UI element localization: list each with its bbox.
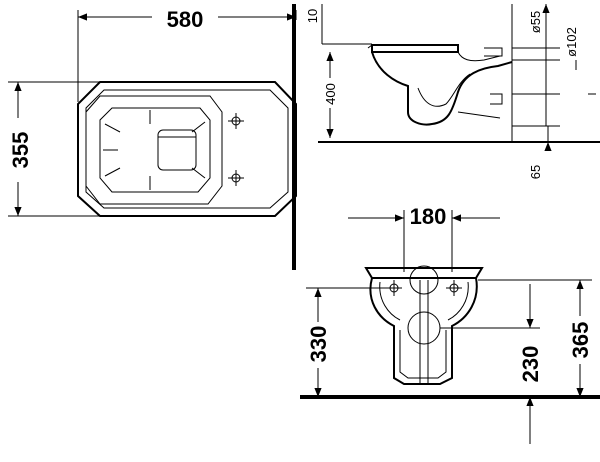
top-view: 580 355 (6, 6, 297, 217)
dimension-365: 365 (568, 322, 593, 359)
top-view-outline (77, 81, 297, 217)
dimension-230: 230 (518, 346, 543, 383)
top-view-seat-outer (85, 95, 223, 205)
top-view-outlet (157, 129, 197, 171)
dimension-580: 580 (167, 7, 204, 32)
dimension-400: 400 (323, 83, 338, 105)
side-view: 10 400 ø55 ø102 65 (305, 4, 600, 179)
top-view-seat-inner (99, 107, 211, 193)
front-view-bowl (369, 277, 478, 385)
dimension-diameter-102: ø102 (564, 27, 579, 57)
front-outlet-circle (407, 311, 441, 345)
dimension-355: 355 (8, 132, 33, 169)
dimension-10: 10 (305, 9, 320, 23)
front-inlet-circle (409, 265, 439, 295)
mounting-hole-upper-icon (228, 113, 244, 129)
top-view-radial-lines (103, 110, 206, 190)
dimension-180: 180 (410, 204, 447, 229)
front-view-seat (364, 267, 484, 279)
side-view-bowl (371, 51, 513, 126)
dimension-diameter-55: ø55 (528, 11, 543, 33)
mounting-hole-lower-icon (228, 170, 244, 186)
front-mount-right-icon (446, 280, 462, 296)
dimension-65: 65 (528, 165, 543, 179)
front-view: 180 330 230 365 (300, 204, 600, 444)
dimension-330: 330 (306, 326, 331, 363)
